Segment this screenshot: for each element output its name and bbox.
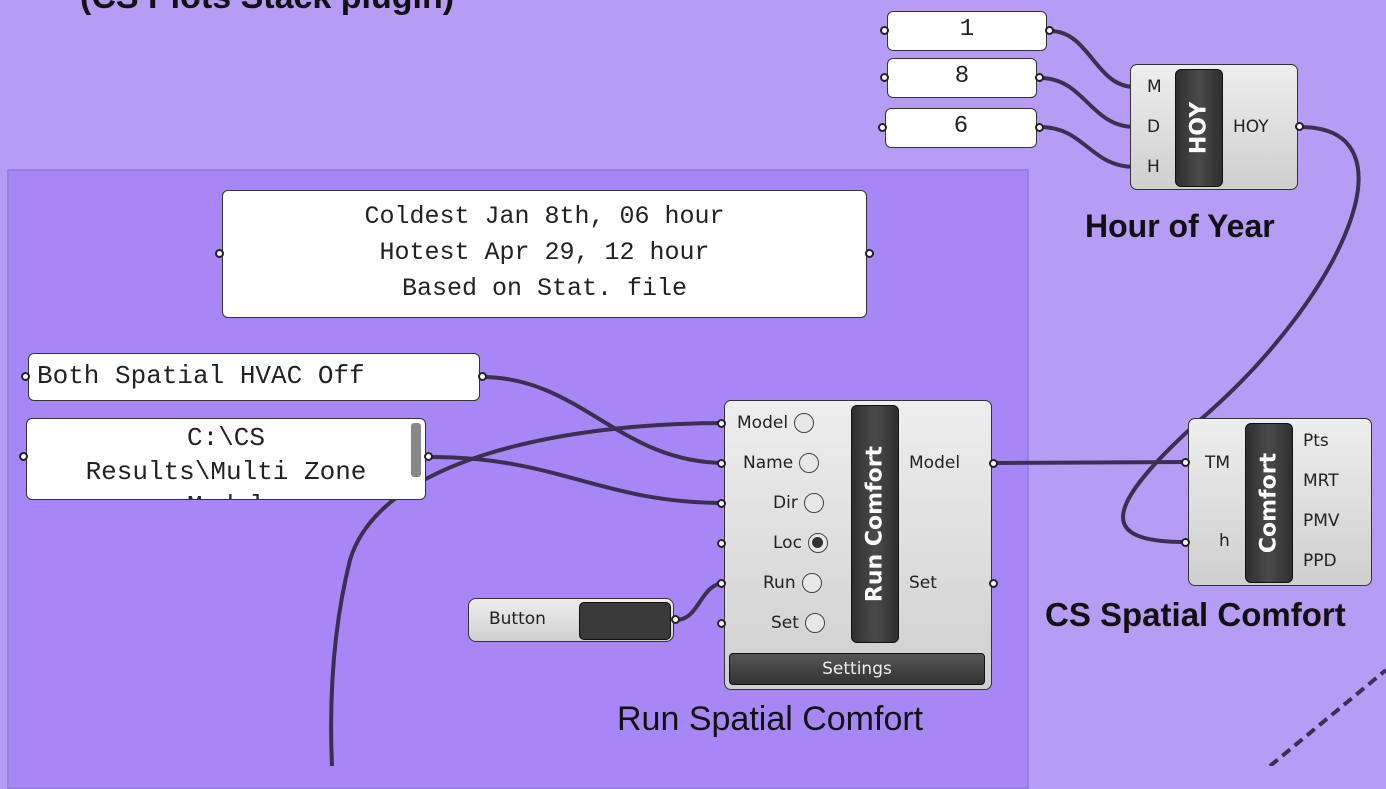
comfort-output-ppd: PPD <box>1303 551 1337 571</box>
button-component[interactable]: Button <box>468 598 674 642</box>
wire-day <box>1039 76 1136 129</box>
name-in-grip[interactable] <box>21 372 30 381</box>
comfort-output-pmv: PMV <box>1303 511 1340 531</box>
run-input-run-label: Run <box>763 573 796 593</box>
hour-slider[interactable]: 6 <box>885 108 1037 148</box>
run-out-grip-model[interactable] <box>989 459 998 468</box>
comfort-in-grip-h[interactable] <box>1181 538 1190 547</box>
wire-hour <box>1039 125 1136 169</box>
button-label: Button <box>489 609 546 629</box>
note-out-grip[interactable] <box>865 249 874 258</box>
dir-line-2: Results\Multi Zone <box>85 457 367 487</box>
note-panel: Coldest Jan 8th, 06 hour Hotest Apr 29, … <box>222 190 867 318</box>
run-input-set: Set <box>771 613 825 633</box>
hoy-name: HOY <box>1186 101 1212 155</box>
run-in-grip-loc[interactable] <box>717 539 726 548</box>
run-output-set: Set <box>909 573 937 593</box>
button-face[interactable] <box>579 602 671 640</box>
run-input-dir-toggle[interactable] <box>803 493 824 513</box>
name-panel-text: Both Spatial HVAC Off <box>37 361 365 391</box>
run-input-model-toggle[interactable] <box>794 413 815 433</box>
month-slider-out-grip[interactable] <box>1045 26 1054 35</box>
run-input-set-label: Set <box>771 613 799 633</box>
day-slider-out-grip[interactable] <box>1035 73 1044 82</box>
run-in-grip-model[interactable] <box>717 419 726 428</box>
wire-month <box>1049 29 1136 89</box>
hour-slider-out-grip[interactable] <box>1035 123 1044 132</box>
button-out-grip[interactable] <box>671 615 680 624</box>
dir-line-1: C:\CS <box>186 423 265 453</box>
run-input-loc-label: Loc <box>773 533 802 553</box>
note-in-grip[interactable] <box>215 249 224 258</box>
month-slider[interactable]: 1 <box>887 11 1047 51</box>
run-comfort-name: Run Comfort <box>862 445 888 603</box>
run-input-name: Name <box>743 453 820 473</box>
day-slider-value: 8 <box>954 63 970 90</box>
dir-out-grip[interactable] <box>424 452 433 461</box>
name-panel[interactable]: Both Spatial HVAC Off <box>28 353 480 401</box>
run-input-model-label: Model <box>737 413 789 433</box>
dir-line-3: Model <box>27 489 425 499</box>
hoy-input-m: M <box>1147 77 1162 97</box>
comfort-component[interactable]: TM h Comfort Pts MRT PMV PPD <box>1188 418 1372 586</box>
note-line-2: Hotest Apr 29, 12 hour <box>379 238 710 267</box>
comfort-output-pts: Pts <box>1303 431 1329 451</box>
run-in-grip-dir[interactable] <box>717 499 726 508</box>
hour-slider-value: 6 <box>953 113 969 140</box>
note-line-3: Based on Stat. file <box>401 274 688 303</box>
day-slider-in-grip[interactable] <box>880 73 889 82</box>
comfort-title: CS Spatial Comfort <box>1045 596 1346 633</box>
dir-scrollbar[interactable] <box>411 423 421 477</box>
run-in-grip-name[interactable] <box>717 459 726 468</box>
run-input-dir: Dir <box>773 493 824 513</box>
month-slider-in-grip[interactable] <box>880 26 889 35</box>
run-in-grip-set[interactable] <box>717 619 726 628</box>
hoy-core[interactable]: HOY <box>1175 69 1223 187</box>
hoy-output: HOY <box>1233 117 1269 137</box>
run-settings-button[interactable]: Settings <box>729 653 985 685</box>
comfort-core[interactable]: Comfort <box>1245 423 1293 583</box>
note-line-1: Coldest Jan 8th, 06 hour <box>364 202 725 231</box>
run-output-model: Model <box>909 453 961 473</box>
comfort-name: Comfort <box>1256 452 1282 554</box>
comfort-in-grip-tm[interactable] <box>1181 458 1190 467</box>
run-comfort-component[interactable]: Model Name Dir Loc Run Set Run Comfort M… <box>724 400 992 690</box>
comfort-input-h: h <box>1219 531 1230 551</box>
wire-dashed <box>1268 668 1386 766</box>
run-input-model: Model <box>737 413 815 433</box>
dir-in-grip[interactable] <box>19 452 28 461</box>
comfort-output-mrt: MRT <box>1303 471 1339 491</box>
month-slider-value: 1 <box>959 16 975 43</box>
hoy-component[interactable]: M D H HOY HOY <box>1130 64 1298 190</box>
run-title: Run Spatial Comfort <box>617 700 924 738</box>
hoy-title: Hour of Year <box>1085 208 1275 244</box>
run-input-run: Run <box>763 573 822 593</box>
run-input-loc-toggle[interactable] <box>807 533 828 553</box>
run-out-grip-set[interactable] <box>989 579 998 588</box>
run-comfort-core[interactable]: Run Comfort <box>851 405 899 643</box>
run-input-run-toggle[interactable] <box>801 573 822 593</box>
run-input-dir-label: Dir <box>773 493 798 513</box>
comfort-input-tm: TM <box>1205 453 1231 473</box>
dir-panel[interactable]: C:\CS Results\Multi Zone Model <box>26 418 426 500</box>
run-input-set-toggle[interactable] <box>804 613 825 633</box>
header-fragment: (CS Plots Stack plugin) <box>80 0 454 17</box>
day-slider[interactable]: 8 <box>887 58 1037 98</box>
hoy-input-h: H <box>1147 157 1160 177</box>
run-input-name-label: Name <box>743 453 794 473</box>
hoy-out-grip[interactable] <box>1295 122 1304 131</box>
hoy-input-d: D <box>1147 117 1161 137</box>
run-in-grip-run[interactable] <box>717 579 726 588</box>
name-out-grip[interactable] <box>478 372 487 381</box>
run-settings-label: Settings <box>822 659 892 679</box>
hour-slider-in-grip[interactable] <box>878 123 887 132</box>
run-input-loc: Loc <box>773 533 828 553</box>
run-input-name-toggle[interactable] <box>799 453 820 473</box>
